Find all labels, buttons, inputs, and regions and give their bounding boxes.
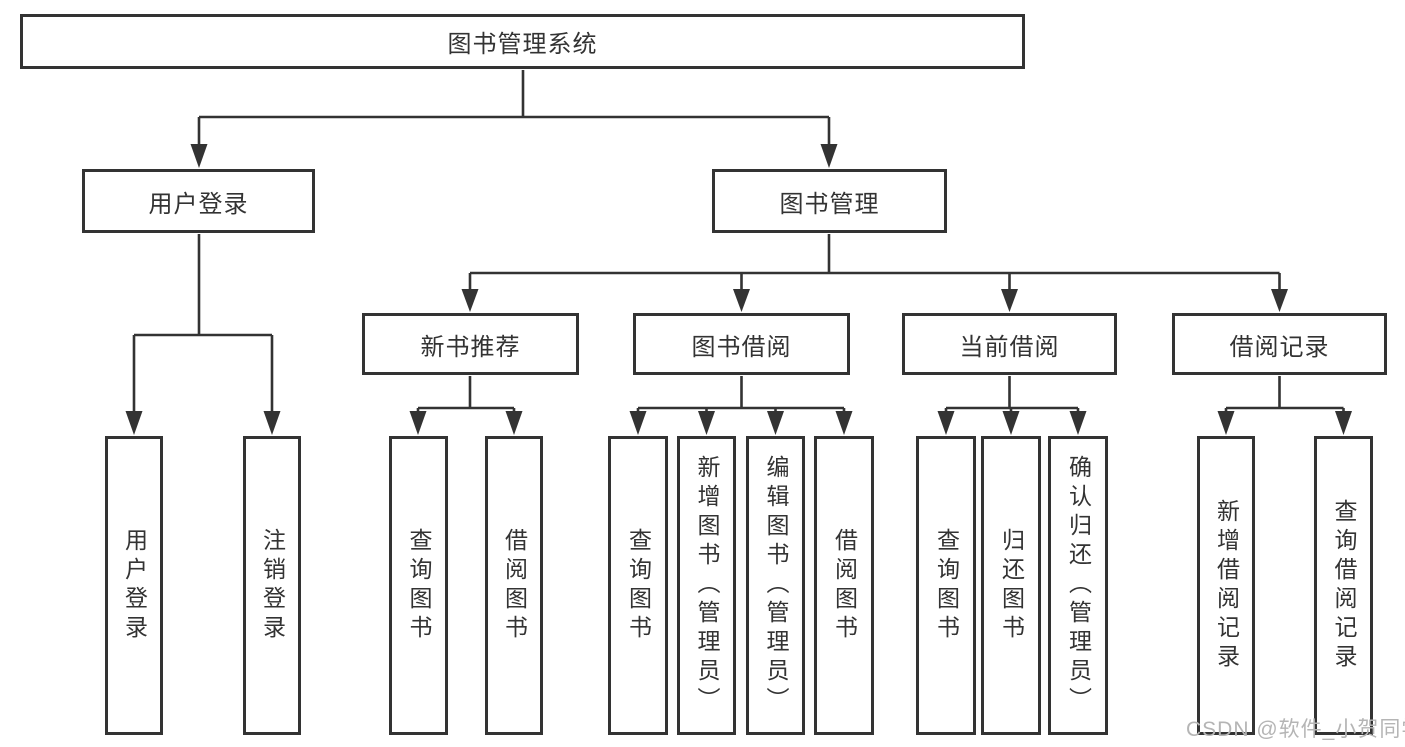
node-library-management-system: 图书管理系统 bbox=[20, 14, 1025, 69]
leaf-add-books-admin: 新增图书（管理员） bbox=[677, 436, 736, 735]
node-label: 查询图书 bbox=[933, 527, 960, 644]
node-label: 用户登录 bbox=[121, 527, 148, 644]
node-label: 查询借阅记录 bbox=[1331, 498, 1357, 673]
node-label: 图书管理 bbox=[779, 190, 880, 218]
leaf-confirm-return-admin: 确认归还（管理员） bbox=[1048, 436, 1108, 735]
node-label: 归还图书 bbox=[998, 527, 1025, 644]
node-label: 借阅记录 bbox=[1229, 333, 1330, 361]
node-label: 新增图书（管理员） bbox=[694, 455, 720, 716]
node-label: 借阅图书 bbox=[501, 527, 528, 644]
node-current-borrowing: 当前借阅 bbox=[902, 313, 1117, 375]
node-label: 图书管理系统 bbox=[447, 31, 598, 58]
node-label: 注销登录 bbox=[259, 527, 286, 644]
leaf-add-borrow-record: 新增借阅记录 bbox=[1197, 436, 1255, 735]
csdn-watermark: CSDN @软件_小贺同学 bbox=[1186, 718, 1405, 741]
node-label: 查询图书 bbox=[406, 527, 432, 644]
leaf-query-borrow-record: 查询借阅记录 bbox=[1314, 436, 1373, 735]
node-label: 查询图书 bbox=[625, 527, 652, 644]
leaf-logout: 注销登录 bbox=[243, 436, 301, 735]
leaf-user-login: 用户登录 bbox=[105, 436, 163, 735]
node-user-login-branch: 用户登录 bbox=[82, 169, 315, 233]
leaf-query-books-current: 查询图书 bbox=[916, 436, 976, 735]
node-label: 当前借阅 bbox=[959, 333, 1060, 361]
node-label: 图书借阅 bbox=[691, 333, 792, 361]
leaf-query-books-borrow: 查询图书 bbox=[608, 436, 668, 735]
node-label: 新书推荐 bbox=[420, 333, 521, 361]
leaf-borrow-books: 借阅图书 bbox=[814, 436, 874, 735]
leaf-query-books-recommend: 查询图书 bbox=[389, 436, 448, 735]
leaf-borrow-books-recommend: 借阅图书 bbox=[485, 436, 543, 735]
node-label: 确认归还（管理员） bbox=[1065, 455, 1092, 716]
node-label: 用户登录 bbox=[148, 190, 249, 218]
leaf-edit-books-admin: 编辑图书（管理员） bbox=[746, 436, 805, 735]
node-book-management: 图书管理 bbox=[712, 169, 947, 233]
leaf-return-books: 归还图书 bbox=[981, 436, 1041, 735]
node-new-book-recommendation: 新书推荐 bbox=[362, 313, 579, 375]
node-label: 新增借阅记录 bbox=[1213, 498, 1240, 673]
node-book-borrowing: 图书借阅 bbox=[633, 313, 850, 375]
node-borrowing-records: 借阅记录 bbox=[1172, 313, 1387, 375]
node-label: 借阅图书 bbox=[831, 527, 858, 644]
node-label: 编辑图书（管理员） bbox=[763, 455, 789, 716]
